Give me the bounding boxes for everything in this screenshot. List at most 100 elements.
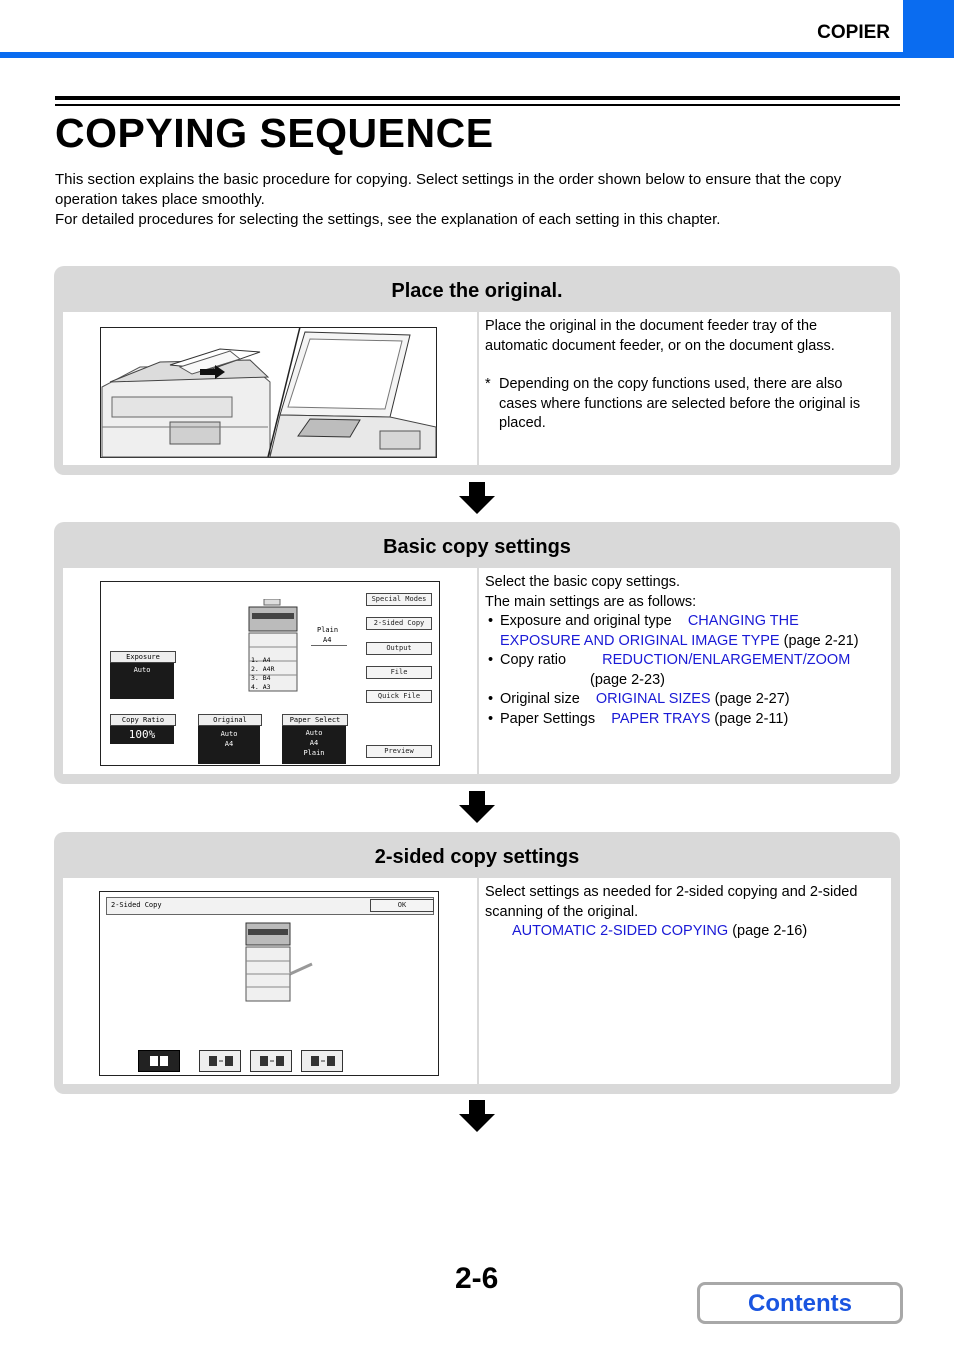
intro-paragraph-2: For detailed procedures for selecting th…: [55, 211, 721, 228]
ok-button[interactable]: OK: [370, 899, 434, 912]
note-text: Depending on the copy functions used, th…: [499, 376, 861, 431]
step-body: 2-Sided Copy OK: [63, 878, 891, 1084]
settings-item-link[interactable]: REDUCTION/ENLARGEMENT/ZOOM: [602, 652, 851, 668]
copier-illustration: [100, 326, 437, 458]
step-heading: Basic copy settings: [383, 536, 571, 558]
settings-item-link[interactable]: ORIGINAL SIZES: [595, 691, 711, 707]
step-body: Place the original in the document feede…: [63, 312, 891, 465]
tray-item[interactable]: 2. A4R: [251, 665, 275, 673]
quick-file-button[interactable]: Quick File: [366, 690, 432, 703]
step-basic-copy-settings: Basic copy settings Special Modes 2-Side…: [54, 522, 900, 784]
step-link-line: AUTOMATIC 2-SIDED COPYING (page 2-16): [485, 922, 883, 942]
settings-item: • Exposure and original type CHANGING TH…: [485, 612, 883, 651]
screen-title: 2-Sided Copy: [111, 901, 162, 909]
bullet: •: [488, 710, 494, 727]
intro-text: This section explains the basic procedur…: [55, 170, 900, 230]
two-to-two-sided-button[interactable]: [250, 1050, 292, 1072]
settings-item-ref: (page 2-11): [714, 710, 789, 727]
two-sided-copy-button[interactable]: 2-Sided Copy: [366, 617, 432, 630]
step-text: Place the original in the document feede…: [485, 317, 883, 434]
settings-item-label: Paper Settings: [500, 710, 596, 727]
paper-value: A4: [309, 739, 319, 747]
step-note: * Depending on the copy functions used, …: [485, 375, 883, 434]
step-place-original: Place the original.: [54, 266, 900, 475]
down-arrow-icon: [459, 791, 495, 823]
step-line: Select the basic copy settings.: [485, 574, 681, 590]
exposure-label: Exposure: [110, 651, 176, 663]
header-corner-block: [903, 0, 954, 58]
exposure-button[interactable]: Auto: [110, 663, 174, 699]
settings-item: • Copy ratio REDUCTION/ENLARGEMENT/ZOOM …: [485, 651, 883, 690]
panel-divider: [477, 312, 479, 465]
tray-item[interactable]: 3. B4: [251, 674, 271, 682]
original-size: A4: [224, 740, 234, 748]
panel-divider: [477, 878, 479, 1084]
settings-item-ref: (page 2-27): [714, 691, 790, 707]
tray-item[interactable]: 1. A4: [251, 656, 271, 664]
one-to-one-sided-button[interactable]: [138, 1050, 180, 1072]
bullet: •: [488, 613, 494, 629]
paper-type-label: Plain: [317, 626, 339, 634]
page-title: COPYING SEQUENCE: [55, 110, 494, 156]
step-paragraph: Place the original in the document feede…: [485, 318, 835, 354]
two-sided-copy-screen: 2-Sided Copy OK: [99, 891, 439, 1076]
note-mark: *: [485, 376, 491, 392]
header-bar: [0, 52, 954, 58]
paper-line: [311, 645, 347, 646]
paper-value: Plain: [303, 749, 325, 757]
contents-button[interactable]: Contents: [697, 1282, 903, 1324]
two-sided-copying-link[interactable]: AUTOMATIC 2-SIDED COPYING: [512, 923, 729, 939]
panel-divider: [477, 568, 479, 774]
bullet: •: [488, 691, 494, 707]
settings-item-label: Original size: [500, 691, 580, 707]
two-to-two-icon: [260, 1056, 284, 1066]
step-body: Special Modes 2-Sided Copy Output File Q…: [63, 568, 891, 774]
output-button[interactable]: Output: [366, 642, 432, 655]
machine-tray-icon: [248, 599, 298, 692]
paper-select-label: Paper Select: [282, 714, 348, 726]
paper-size-label: A4: [323, 636, 332, 644]
copy-ratio-button[interactable]: 100%: [110, 726, 174, 744]
section-label: COPIER: [817, 22, 890, 43]
two-to-one-icon: [311, 1056, 335, 1066]
step-heading: 2-sided copy settings: [374, 846, 580, 868]
step-text: Select settings as needed for 2-sided co…: [485, 883, 883, 942]
copier-machine-icon: [100, 326, 437, 458]
intro-paragraph-1: This section explains the basic procedur…: [55, 171, 842, 208]
original-button[interactable]: Auto A4: [198, 726, 260, 764]
step-two-sided-copy-settings: 2-sided copy settings 2-Sided Copy OK: [54, 832, 900, 1094]
down-arrow-icon: [459, 482, 495, 514]
down-arrow-icon: [459, 1100, 495, 1132]
one-to-two-sided-button[interactable]: [199, 1050, 241, 1072]
settings-item-link[interactable]: PAPER TRAYS: [611, 710, 711, 727]
screen-title-bar: 2-Sided Copy: [106, 897, 434, 915]
page-number: 2-6: [455, 1262, 499, 1295]
bullet: •: [488, 652, 494, 668]
settings-item: • Original size ORIGINAL SIZES (page 2-2…: [485, 690, 883, 710]
paper-select-button[interactable]: Auto A4 Plain: [282, 726, 346, 764]
tray-item[interactable]: 4. A3: [251, 683, 271, 691]
tray-list: 1. A4 2. A4R 3. B4 4. A3: [251, 656, 295, 692]
settings-item-label: Copy ratio: [500, 652, 567, 668]
step-paragraph: Select settings as needed for 2-sided co…: [485, 884, 858, 920]
copy-ratio-label: Copy Ratio: [110, 714, 176, 726]
link-ref: (page 2-16): [732, 923, 808, 939]
step-line: The main settings are as follows:: [485, 593, 697, 610]
step-heading: Place the original.: [391, 280, 563, 302]
special-modes-button[interactable]: Special Modes: [366, 593, 432, 606]
original-value: Auto: [220, 730, 238, 738]
settings-item: • Paper Settings PAPER TRAYS (page 2-11): [485, 710, 883, 730]
basic-copy-screen: Special Modes 2-Sided Copy Output File Q…: [100, 581, 440, 766]
one-to-one-icon: [150, 1056, 168, 1066]
settings-item-label: Exposure and original type: [500, 613, 672, 629]
settings-item-link[interactable]: CHANGING THE EXPOSURE AND ORIGINAL IMAGE…: [500, 613, 799, 649]
machine-icon: [245, 922, 313, 1002]
file-button[interactable]: File: [366, 666, 432, 679]
paper-value: Auto: [305, 729, 323, 737]
title-rule-thin: [55, 104, 900, 106]
settings-item-ref: (page 2-23): [590, 671, 665, 688]
preview-button[interactable]: Preview: [366, 745, 432, 758]
original-label: Original: [198, 714, 262, 726]
one-to-two-icon: [209, 1056, 233, 1066]
two-to-one-sided-button[interactable]: [301, 1050, 343, 1072]
